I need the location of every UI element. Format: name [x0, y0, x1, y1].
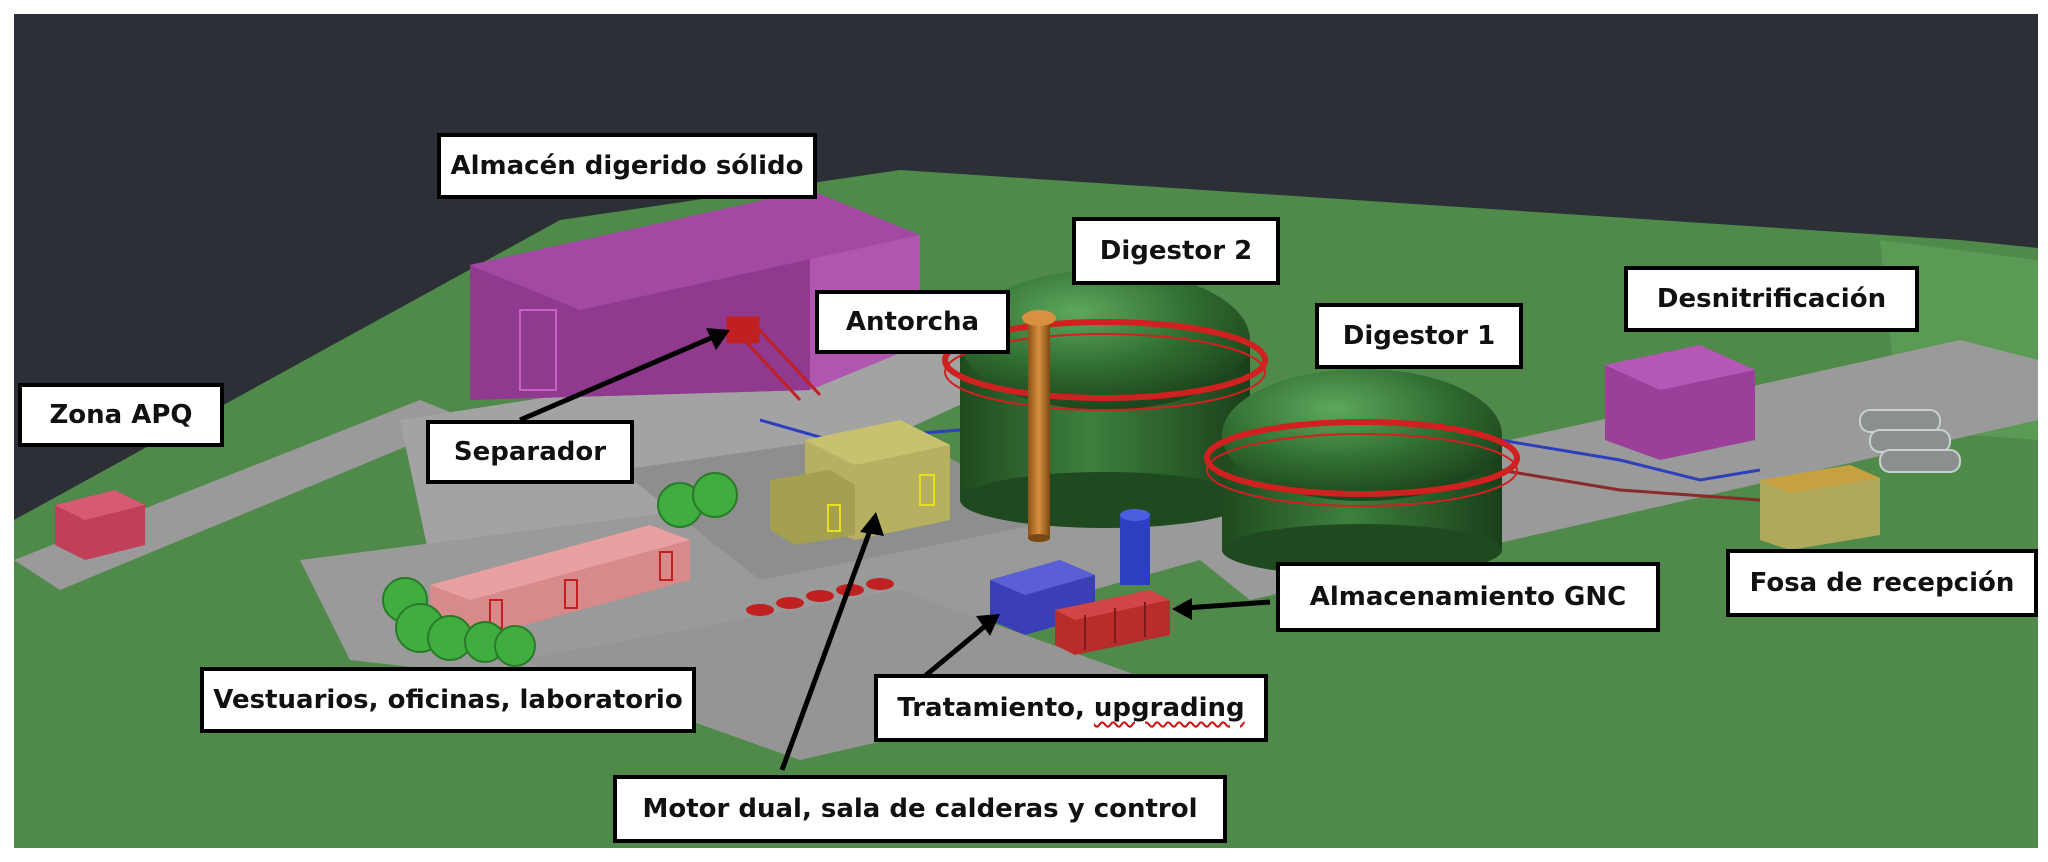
label-digestor-1: Digestor 1: [1315, 303, 1523, 369]
road-bottom: [520, 590, 1150, 760]
arrow-motor: [779, 524, 875, 771]
label-motor: Motor dual, sala de calderas y control: [613, 775, 1227, 843]
label-desnitrificacion: Desnitrificación: [1624, 266, 1919, 332]
label-almacenamiento-gnc: Almacenamiento GNC: [1276, 562, 1660, 632]
road-main: [400, 330, 1080, 560]
arrowhead-separador: [706, 328, 730, 350]
gnc-storage: [1055, 590, 1170, 655]
vestuarios-building: [430, 525, 690, 640]
desnitrificacion-building: [1605, 345, 1755, 460]
digestor-1: [1204, 369, 1520, 576]
label-separador: Separador: [426, 420, 634, 484]
trees: [382, 472, 738, 667]
almacen-building: [470, 190, 920, 400]
blue-vessel: [1120, 509, 1150, 585]
arrow-separador: [519, 332, 719, 423]
label-vestuarios: Vestuarios, oficinas, laboratorio: [200, 667, 696, 733]
label-fosa: Fosa de recepción: [1726, 549, 2038, 617]
antorcha-flare: [1022, 310, 1056, 542]
label-digestor-2: Digestor 2: [1072, 217, 1280, 285]
label-antorcha: Antorcha: [815, 290, 1010, 354]
red-equipment-row: [746, 578, 894, 616]
arrowhead-motor: [860, 512, 884, 536]
motor-building: [770, 420, 950, 545]
fosa-building: [1760, 465, 1880, 550]
label-zona-apq: Zona APQ: [18, 383, 224, 447]
arrow-gnc: [1184, 599, 1271, 611]
label-almacen: Almacén digerido sólido: [437, 133, 817, 199]
label-tratamiento: Tratamiento, upgrading: [874, 674, 1268, 742]
label-tratamiento-prefix: Tratamiento,: [897, 693, 1094, 723]
arrowhead-tratamiento: [976, 614, 1000, 636]
arrowhead-gnc: [1172, 598, 1192, 620]
zona-apq-building: [55, 490, 145, 560]
grey-tanks: [1859, 409, 1961, 473]
label-tratamiento-word: upgrading: [1093, 693, 1245, 723]
